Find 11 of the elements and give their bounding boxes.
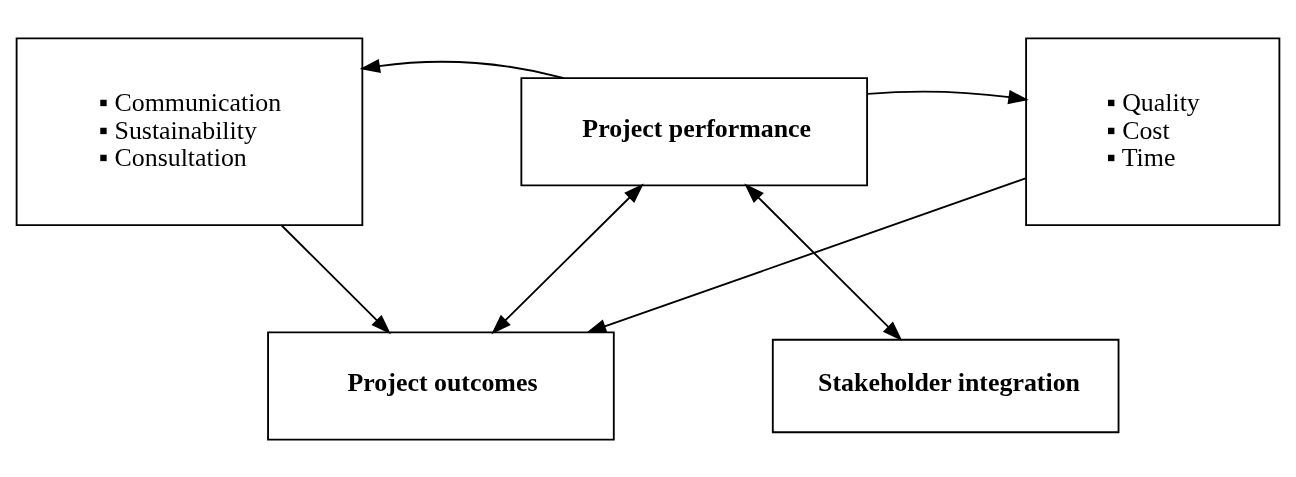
arrow — [359, 58, 565, 79]
arrow — [867, 89, 1029, 104]
node-box: Project outcomes — [267, 330, 615, 441]
arrow — [280, 224, 391, 334]
node-box: Stakeholder integration — [771, 338, 1120, 433]
node-box: Project performance — [520, 76, 868, 186]
node-box: ▪ Communication ▪ Sustainability ▪ Consultation — [15, 36, 364, 226]
arrow — [585, 176, 1027, 333]
arrow — [491, 183, 644, 334]
node-box: ▪ Quality ▪ Cost ▪ Time — [1025, 36, 1281, 226]
arrow — [744, 183, 903, 341]
